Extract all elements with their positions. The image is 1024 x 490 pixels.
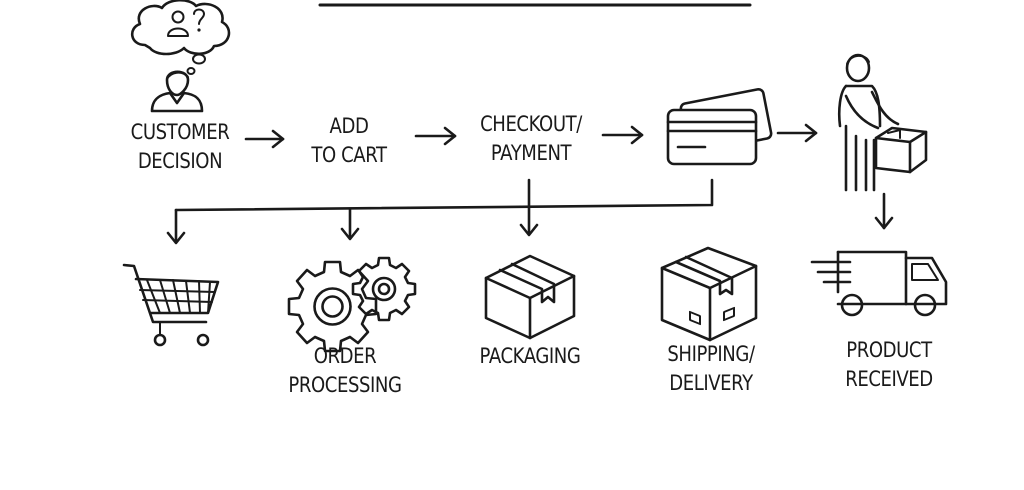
shopping-cart-icon (122, 263, 220, 347)
customer-thinking-icon (131, 0, 231, 113)
label-product-received-line1: PRODUCT (846, 338, 932, 362)
label-order-processing-line2: PROCESSING (288, 373, 402, 397)
flow-arrow-3 (601, 125, 644, 145)
flow-arrow-1 (244, 129, 285, 149)
flow-arrow-2 (414, 126, 457, 146)
label-checkout-payment-line1: CHECKOUT/ (480, 112, 582, 136)
label-add-to-cart-line1: ADD (329, 114, 369, 138)
label-customer-decision: CUSTOMER DECISION (120, 118, 240, 176)
label-add-to-cart: ADD TO CART (293, 112, 405, 170)
label-add-to-cart-line2: TO CART (311, 143, 387, 167)
label-packaging: PACKAGING (466, 342, 595, 371)
label-order-processing-line1: ORDER (313, 344, 377, 368)
label-shipping-delivery-line2: DELIVERY (669, 371, 753, 395)
courier-holding-box-icon (837, 53, 928, 192)
courier-down-arrow (874, 192, 894, 230)
label-checkout-payment: CHECKOUT/ PAYMENT (467, 110, 596, 168)
gears-icon (287, 256, 417, 353)
credit-card-icon (666, 88, 773, 166)
delivery-truck-icon (810, 250, 948, 317)
label-customer-decision-line1: CUSTOMER (130, 120, 230, 144)
label-customer-decision-line2: DECISION (137, 149, 223, 173)
label-product-received: PRODUCT RECEIVED (825, 336, 954, 394)
taped-box-icon (660, 246, 758, 342)
label-packaging-line1: PACKAGING (479, 344, 581, 368)
label-shipping-delivery: SHIPPING/ DELIVERY (647, 340, 776, 398)
flow-arrow-4 (776, 123, 818, 143)
label-checkout-payment-line2: PAYMENT (490, 141, 572, 165)
label-order-processing: ORDER PROCESSING (281, 342, 410, 400)
label-product-received-line2: RECEIVED (845, 367, 933, 391)
branch-connector (166, 178, 714, 245)
box-icon (484, 254, 576, 340)
label-shipping-delivery-line1: SHIPPING/ (667, 342, 755, 366)
